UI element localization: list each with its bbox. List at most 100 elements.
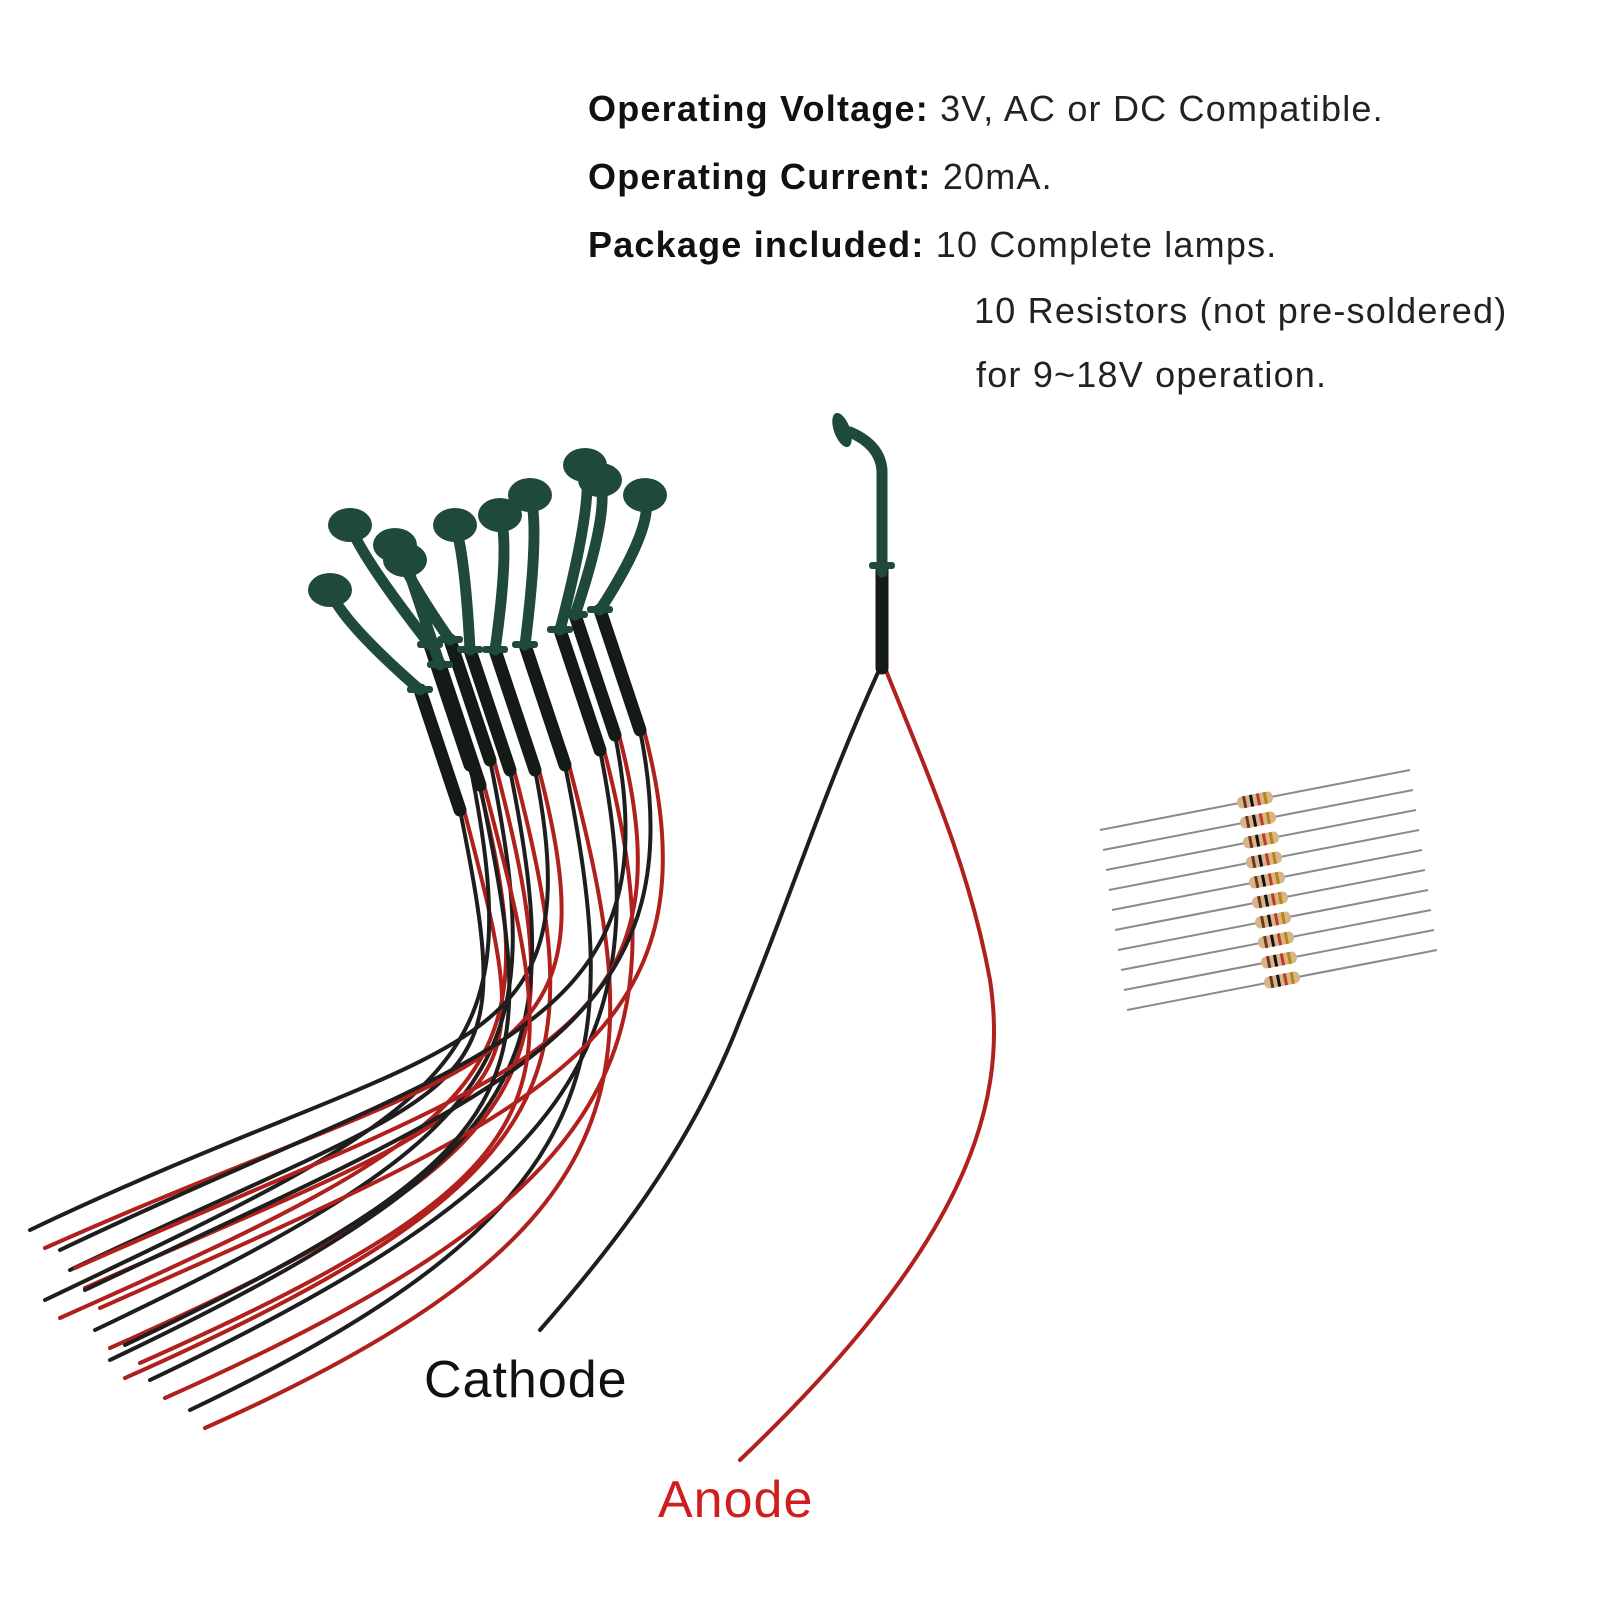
resistor-band <box>1242 795 1248 809</box>
resistor <box>1261 951 1297 969</box>
single-lamp-head <box>832 412 852 448</box>
resistor-band <box>1271 851 1277 865</box>
spec-package-3: for 9~18V operation. <box>976 354 1327 396</box>
resistor-band <box>1258 813 1265 826</box>
bundle-wire-black <box>123 783 512 1347</box>
resistor <box>1240 811 1276 829</box>
resistor-body <box>1264 971 1300 989</box>
cathode-wire <box>538 666 882 1332</box>
bundle-wire-black <box>28 768 550 1232</box>
resistor-band <box>1251 814 1258 827</box>
resistor-body <box>1252 891 1288 909</box>
resistor-body <box>1258 931 1294 949</box>
resistor-band <box>1275 974 1282 987</box>
cathode-label: Cathode <box>424 1351 628 1409</box>
resistor-body <box>1246 851 1282 869</box>
bundle-lamp-collar <box>512 641 538 648</box>
resistor-band <box>1261 833 1268 846</box>
bundle-lamp-tube <box>488 643 542 777</box>
resistor-band <box>1248 794 1255 807</box>
resistor-band <box>1254 834 1261 847</box>
resistor-band <box>1251 855 1257 869</box>
voltage-label: Operating Voltage: <box>588 88 929 129</box>
bundle-lamp-tube <box>433 658 487 792</box>
bundle-lamp-collar <box>427 661 453 668</box>
bundle-wire-black <box>83 728 653 1292</box>
resistor-body <box>1243 831 1279 849</box>
resistor-band <box>1286 951 1292 965</box>
bundle-wire-black <box>58 733 628 1252</box>
resistor-band <box>1262 791 1268 805</box>
bundle-wire-black <box>43 763 492 1302</box>
bundle-wires <box>28 728 665 1430</box>
resistor-band <box>1260 915 1266 929</box>
resistor-band <box>1245 815 1251 829</box>
resistor <box>1252 891 1288 909</box>
spec-current: Operating Current: 20mA. <box>588 156 1053 198</box>
resistor-band <box>1277 891 1283 905</box>
bundle-lamp-head <box>308 573 352 607</box>
bundle-lamp-tube <box>518 638 572 772</box>
resistor-band <box>1282 973 1289 986</box>
resistor-band <box>1263 935 1269 949</box>
resistor-band <box>1270 893 1277 906</box>
resistor-set <box>1099 769 1438 1011</box>
anode-label: Anode <box>658 1471 814 1529</box>
resistor-band <box>1260 874 1267 887</box>
bundle-wire-black <box>148 748 619 1382</box>
resistor-body <box>1249 871 1285 889</box>
package-line-3: for 9~18V operation. <box>976 354 1328 395</box>
anode-wire <box>738 666 997 1462</box>
bundle-lamp-tube <box>463 643 517 777</box>
package-label: Package included: <box>588 224 925 265</box>
package-line-1: 10 Complete lamps. <box>935 224 1278 265</box>
resistor-band <box>1273 913 1280 926</box>
resistor-body <box>1240 811 1276 829</box>
resistor-band <box>1269 934 1276 947</box>
resistor-band <box>1266 914 1273 927</box>
spec-voltage: Operating Voltage: 3V, AC or DC Compatib… <box>588 88 1384 130</box>
bundle-wire-red <box>43 768 564 1250</box>
resistor <box>1243 831 1279 849</box>
bundle-lamp-pole <box>519 489 540 651</box>
resistor <box>1255 911 1291 929</box>
bundle-lamp-tube <box>443 633 497 767</box>
resistor-band <box>1257 854 1264 867</box>
resistor-body <box>1255 911 1291 929</box>
bundle-lamp-head <box>578 463 622 497</box>
bundle-lamp-collar <box>587 606 613 613</box>
bundle-lamp-pole <box>449 519 476 656</box>
bundle-wire-red <box>138 783 532 1365</box>
resistor-band <box>1289 971 1295 985</box>
bundle-lamp-head <box>383 543 427 577</box>
bundle-wire-red <box>98 728 665 1310</box>
bundle-lamp-collar <box>437 636 463 643</box>
resistor <box>1246 851 1282 869</box>
bundle-lamp-tube <box>553 623 607 757</box>
bundle-lamp-collar <box>562 611 588 618</box>
bundle-lamp-collar <box>457 646 483 653</box>
bundle-lamp-head <box>508 478 552 512</box>
single-lamp-collar <box>869 562 895 569</box>
resistor-band <box>1266 955 1272 969</box>
bundle-lamp-head <box>623 478 667 512</box>
resistor <box>1258 931 1294 949</box>
resistor-band <box>1267 873 1274 886</box>
resistor-band <box>1263 894 1270 907</box>
resistor-band <box>1257 895 1263 909</box>
resistor-band <box>1265 811 1271 825</box>
resistor <box>1237 791 1273 809</box>
bundle-lamp-tube <box>593 603 647 737</box>
bundle-lamp-head <box>478 498 522 532</box>
bundle-lamp-tube <box>568 608 622 742</box>
resistor-band <box>1272 954 1279 967</box>
bundle-lamp-collar <box>407 686 433 693</box>
single-lamp <box>538 412 997 1462</box>
bundle-lamp-head <box>328 508 372 542</box>
current-label: Operating Current: <box>588 156 932 197</box>
lamp-bundle <box>28 448 667 1430</box>
resistor-band <box>1254 875 1260 889</box>
resistor-band <box>1280 911 1286 925</box>
current-value: 20mA. <box>942 156 1053 197</box>
bundle-lamp-collar <box>482 646 508 653</box>
